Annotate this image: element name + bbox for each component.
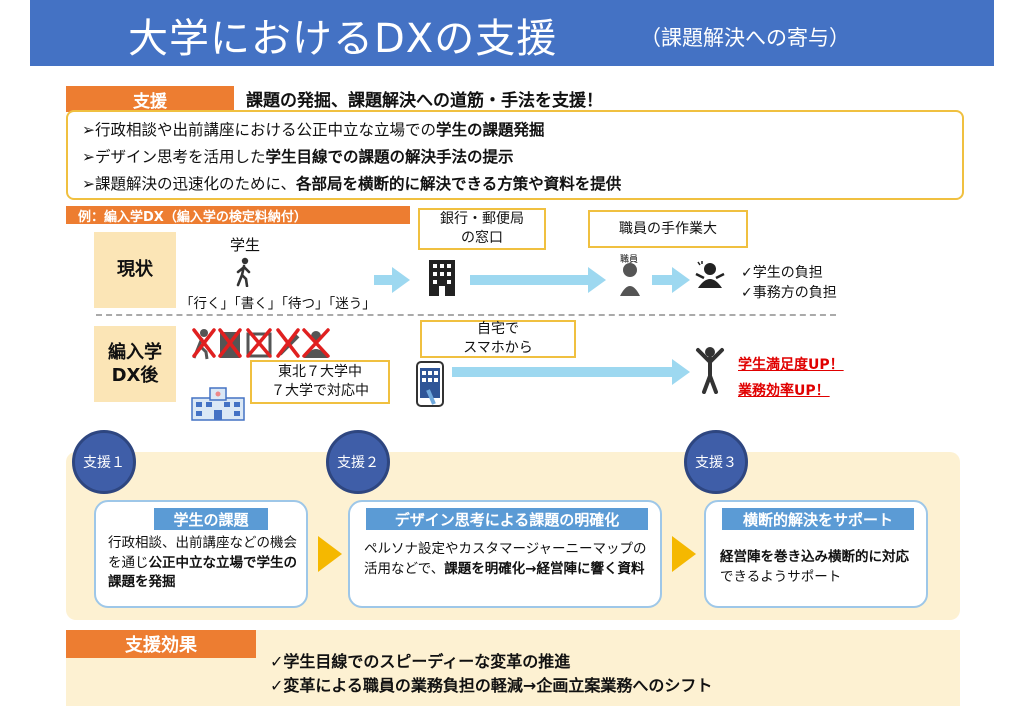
example-tab: 例：編入学DX（編入学の検定料納付）: [66, 206, 410, 225]
page-subtitle: （課題解決への寄与）: [640, 26, 850, 50]
arrow-head: [672, 267, 690, 293]
arrow: [470, 275, 590, 285]
step-circle-2: 支援２: [326, 430, 390, 494]
cheering-person-icon: [696, 347, 724, 394]
staff-callout: 職員の手作業大: [588, 210, 748, 248]
building-icon: [429, 260, 455, 296]
support-headline: 課題の発掘、課題解決への道筋・手法を支援！: [246, 91, 603, 111]
result-efficiency: 業務効率UP！: [738, 383, 830, 399]
home-callout: 自宅でスマホから: [420, 320, 576, 358]
step-arrow: [672, 536, 696, 572]
support-bullet-1: ➢行政相談や出前講座における公正中立な立場での学生の課題発掘: [82, 121, 545, 139]
support-bullet-3: ➢課題解決の迅速化のために、各部局を横断的に解決できる方策や資料を提供: [82, 175, 622, 193]
step-heading: デザイン思考による課題の明確化: [366, 508, 648, 530]
university-building-icon: [191, 387, 245, 421]
staff-small-label: 職員: [620, 255, 639, 265]
support-box: ➢行政相談や出前講座における公正中立な立場での学生の課題発掘 ➢デザイン思考を活…: [66, 110, 964, 200]
arrow: [652, 275, 674, 285]
page-title: 大学におけるDXの支援: [128, 16, 558, 62]
current-label: 現状: [94, 232, 176, 308]
effect-line-1: ✓学生目線でのスピーディーな変革の推進: [270, 652, 571, 671]
step-card-1: 学生の課題 行政相談、出前講座などの機会を通じ公正中立な立場で学生の課題を発掘: [94, 500, 308, 608]
title-bar: [30, 0, 994, 66]
step-text: ペルソナ設定やカスタマージャーニーマップの活用などで、課題を明確化→経営陣に響く…: [364, 541, 647, 577]
student-actions: 「行く」「書く」「待つ」「迷う」: [180, 296, 376, 312]
arrow-head: [588, 267, 606, 293]
arrow-head: [672, 359, 690, 385]
result-satisfaction: 学生満足度UP！: [738, 357, 844, 373]
support-tab: 支援: [66, 86, 234, 112]
step-card-3: 横断的解決をサポート 経営陣を巻き込み横断的に対応できるようサポート: [704, 500, 928, 608]
walking-person-icon: [236, 257, 251, 287]
effects-box-left: [66, 658, 256, 706]
smartphone-icon: [416, 361, 444, 407]
burden-item: ✓学生の負担: [741, 265, 823, 281]
old-process-crossed-icons: [192, 328, 330, 360]
step-arrow: [318, 536, 342, 572]
step-circle-3: 支援３: [684, 430, 748, 494]
student-label: 学生: [230, 236, 261, 254]
divider: [96, 314, 836, 316]
step-circle-1: 支援１: [72, 430, 136, 494]
staff-person-icon: [620, 263, 640, 296]
effect-line-2: ✓変革による職員の業務負担の軽減→企画立案業務へのシフト: [270, 676, 713, 695]
step-card-2: デザイン思考による課題の明確化 ペルソナ設定やカスタマージャーニーマップの活用な…: [348, 500, 662, 608]
arrow-head: [392, 267, 410, 293]
burden-item: ✓事務方の負担: [741, 285, 837, 302]
step-heading: 学生の課題: [154, 508, 268, 530]
effects-box: ✓学生目線でのスピーディーな変革の推進 ✓変革による職員の業務負担の軽減→企画立…: [256, 630, 960, 706]
arrow: [452, 367, 674, 377]
support-bullet-2: ➢デザイン思考を活用した学生目線での課題の解決手法の提示: [82, 148, 514, 166]
effects-tab: 支援効果: [66, 630, 256, 658]
arrow: [374, 275, 394, 285]
step-heading: 横断的解決をサポート: [722, 508, 914, 530]
stressed-person-icon: [695, 261, 725, 288]
step-text: 行政相談、出前講座などの機会を通じ公正中立な立場で学生の課題を発掘: [108, 535, 297, 591]
burden-list: ✓学生の負担 ✓事務方の負担: [741, 263, 837, 304]
step-text: 経営陣を巻き込み横断的に対応できるようサポート: [720, 549, 909, 585]
bank-callout: 銀行・郵便局の窓口: [418, 208, 546, 250]
